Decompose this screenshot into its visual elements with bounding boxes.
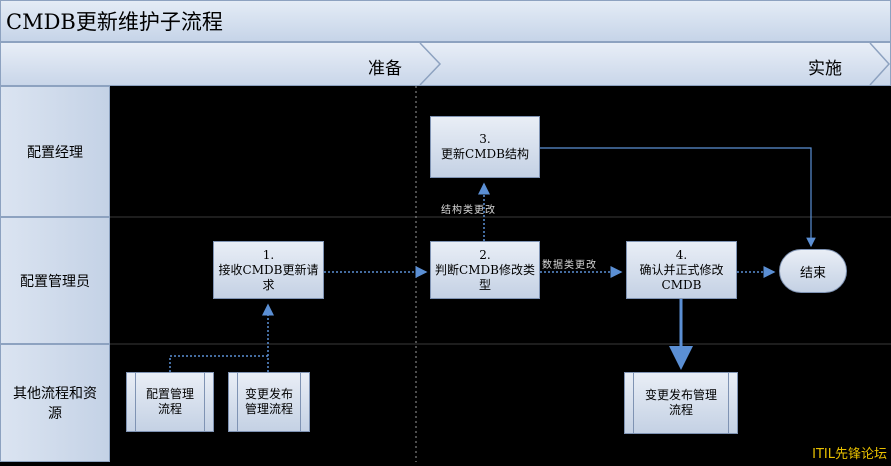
process-change-release-left[interactable]: 变更发布 管理流程 bbox=[228, 372, 310, 432]
connector-label-data-change: 数据类更改 bbox=[542, 260, 597, 271]
step-number: 4. bbox=[675, 247, 688, 262]
lane-label: 配置管理员 bbox=[20, 273, 90, 290]
step-number: 2. bbox=[479, 247, 491, 262]
step-number: 3. bbox=[479, 132, 491, 146]
title-bar bbox=[0, 0, 891, 42]
phase-implement-label: 实施 bbox=[808, 59, 842, 79]
phase-prepare-label: 准备 bbox=[368, 59, 402, 79]
process-text: 变更发布 bbox=[244, 387, 293, 401]
step-1-receive-request[interactable]: 1. 接收CMDB更新请 求 bbox=[213, 241, 324, 299]
step-text: 更新CMDB结构 bbox=[441, 147, 529, 161]
process-change-release-right[interactable]: 变更发布管理 流程 bbox=[624, 372, 738, 434]
lane-header-config-manager: 配置经理 bbox=[0, 86, 110, 217]
step-text: 接收CMDB更新请 bbox=[218, 262, 319, 277]
end-node[interactable]: 结束 bbox=[779, 249, 847, 293]
process-text: 管理流程 bbox=[244, 402, 293, 416]
connector-label-structural-change: 结构类更改 bbox=[441, 205, 496, 216]
process-text: 流程 bbox=[157, 402, 182, 416]
step-3-update-structure[interactable]: 3. 更新CMDB结构 bbox=[430, 116, 540, 178]
process-text: 配置管理 bbox=[145, 387, 194, 401]
end-label: 结束 bbox=[799, 265, 826, 281]
step-text: 判断CMDB修改类 bbox=[435, 262, 535, 277]
process-config-management[interactable]: 配置管理 流程 bbox=[126, 372, 214, 432]
step-number: 1. bbox=[262, 247, 275, 262]
diagram-title: CMDB更新维护子流程 bbox=[6, 10, 223, 34]
step-text: 型 bbox=[478, 277, 491, 292]
step-text: 求 bbox=[262, 277, 275, 292]
step-text: 确认并正式修改 bbox=[639, 262, 724, 277]
step-text: CMDB bbox=[661, 277, 702, 292]
lane-header-config-admin: 配置管理员 bbox=[0, 217, 110, 344]
phase-bar bbox=[0, 42, 891, 86]
phase-arrows bbox=[419, 42, 891, 86]
lane-label: 配置经理 bbox=[27, 144, 83, 161]
process-text: 变更发布管理 bbox=[644, 388, 717, 402]
step-2-judge-change-type[interactable]: 2. 判断CMDB修改类 型 bbox=[430, 241, 540, 299]
lane-header-other-processes: 其他流程和资源 bbox=[0, 344, 110, 462]
process-text: 流程 bbox=[668, 403, 693, 417]
step-4-confirm-modify[interactable]: 4. 确认并正式修改 CMDB bbox=[626, 241, 737, 299]
lane-label: 其他流程和资源 bbox=[13, 386, 97, 422]
watermark: ITIL先锋论坛 bbox=[812, 447, 887, 462]
